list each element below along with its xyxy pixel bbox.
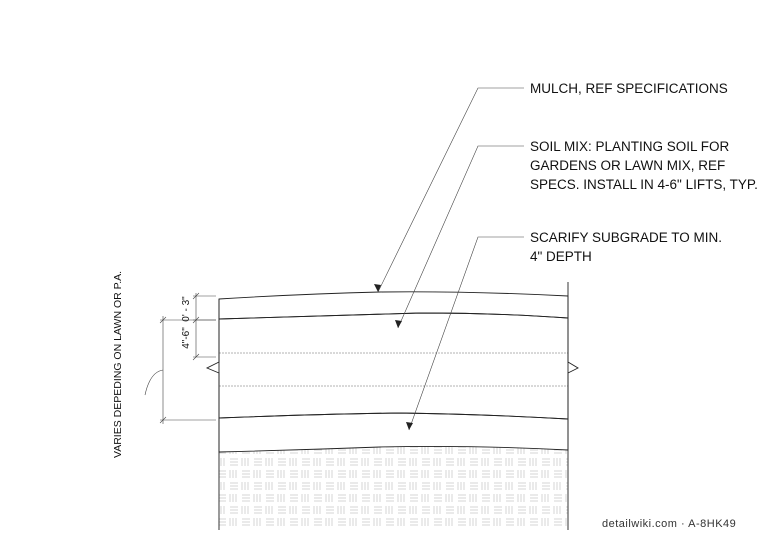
left-edge-line — [205, 299, 220, 530]
total-depth-dimension: VARIES DEPEDING ON LAWN OR P.A. — [112, 271, 216, 458]
note-soil-line-2: GARDENS OR LAWN MIX, REF — [530, 158, 725, 173]
note-mulch-line-1: MULCH, REF SPECIFICATIONS — [530, 81, 728, 96]
note-mulch: MULCH, REF SPECIFICATIONS — [530, 81, 728, 96]
right-edge-line — [567, 282, 579, 530]
lift-depth-label: 4"-6" — [181, 327, 192, 349]
note-scarify-line-2: 4" DEPTH — [530, 249, 592, 264]
mulch-fill — [218, 291, 569, 320]
note-soil-line-1: SOIL MIX: PLANTING SOIL FOR — [530, 139, 730, 154]
scarified-subgrade-fill — [218, 412, 569, 453]
soil-mix-fill — [218, 312, 569, 420]
leader-soil-mix — [395, 145, 524, 329]
note-scarify-line-1: SCARIFY SUBGRADE TO MIN. — [530, 230, 722, 245]
note-scarify: SCARIFY SUBGRADE TO MIN. 4" DEPTH — [530, 230, 726, 264]
mulch-depth-label: 0' - 3" — [181, 296, 192, 322]
leader-mulch — [374, 87, 524, 293]
credit-text: detailwiki.com · A-8HK49 — [602, 518, 736, 530]
subgrade-fill — [219, 446, 568, 530]
note-soil-mix: SOIL MIX: PLANTING SOIL FOR GARDENS OR L… — [530, 139, 758, 192]
leader-scarify — [406, 236, 524, 431]
mulch-dimension: 0' - 3" 4"-6" — [181, 292, 216, 361]
note-soil-line-3: SPECS. INSTALL IN 4-6" LIFTS, TYP. — [530, 177, 758, 192]
varies-label: VARIES DEPEDING ON LAWN OR P.A. — [112, 271, 124, 458]
